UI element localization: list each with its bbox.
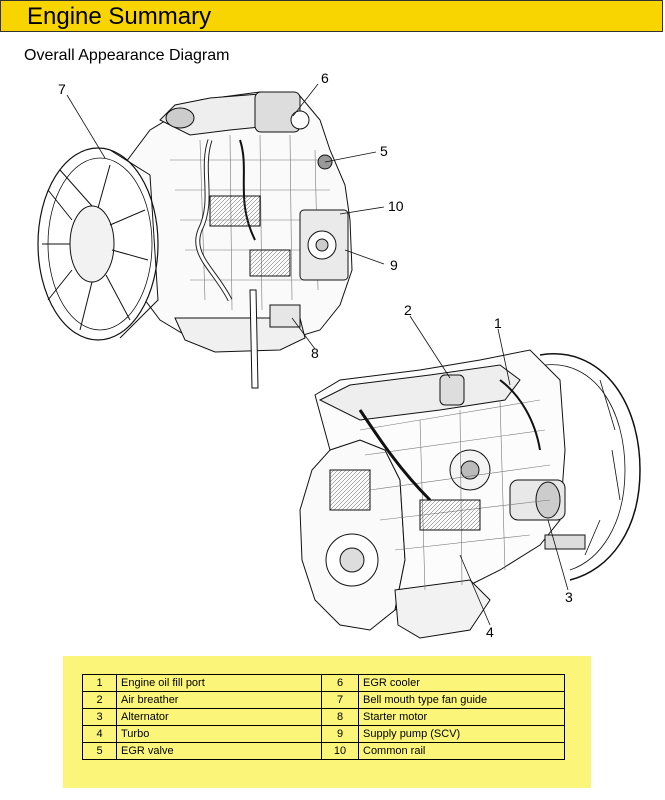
legend-name: Engine oil fill port [116, 674, 322, 692]
page-title: Engine Summary [27, 3, 212, 30]
callout-9: 9 [390, 257, 398, 273]
legend-name: Starter motor [358, 708, 565, 726]
legend-number: 9 [321, 725, 359, 743]
callout-7: 7 [58, 81, 66, 97]
engine-top-illustration [119, 91, 353, 389]
legend-table: 1 Engine oil fill port 6 EGR cooler 2 Ai… [82, 674, 565, 760]
legend-number: 2 [82, 691, 117, 709]
legend-name: Air breather [116, 691, 322, 709]
legend-number: 1 [82, 674, 117, 692]
callout-8: 8 [311, 345, 319, 361]
legend-number: 6 [321, 674, 359, 692]
legend-number: 10 [321, 742, 359, 760]
fan-illustration [37, 147, 159, 341]
legend-name: EGR cooler [358, 674, 565, 692]
callout-6: 6 [321, 70, 329, 86]
callout-5: 5 [380, 143, 388, 159]
callout-10: 10 [388, 198, 404, 214]
title-bar: Engine Summary [0, 0, 663, 32]
engine-diagram: 1 2 3 4 5 6 7 8 9 10 [37, 70, 641, 640]
legend-name: Bell mouth type fan guide [358, 691, 565, 709]
legend-number: 5 [82, 742, 117, 760]
legend-number: 4 [82, 725, 117, 743]
legend-name: Turbo [116, 725, 322, 743]
legend-name: Common rail [358, 742, 565, 760]
legend-number: 8 [321, 708, 359, 726]
legend-name: Alternator [116, 708, 322, 726]
legend-number: 7 [321, 691, 359, 709]
legend-number: 3 [82, 708, 117, 726]
legend-name: EGR valve [116, 742, 322, 760]
callout-3: 3 [565, 589, 573, 605]
callout-leaders [66, 83, 569, 626]
callout-1: 1 [494, 315, 502, 331]
legend-row: 4 Turbo 9 Supply pump (SCV) [82, 725, 565, 743]
legend-row: 3 Alternator 8 Starter motor [82, 708, 565, 726]
callout-2: 2 [404, 302, 412, 318]
callout-4: 4 [486, 624, 494, 640]
diagram-title: Overall Appearance Diagram [24, 47, 230, 64]
engine-bottom-illustration [299, 349, 641, 639]
legend-name: Supply pump (SCV) [358, 725, 565, 743]
legend-row: 1 Engine oil fill port 6 EGR cooler [82, 674, 565, 692]
legend-row: 5 EGR valve 10 Common rail [82, 742, 565, 760]
legend-row: 2 Air breather 7 Bell mouth type fan gui… [82, 691, 565, 709]
